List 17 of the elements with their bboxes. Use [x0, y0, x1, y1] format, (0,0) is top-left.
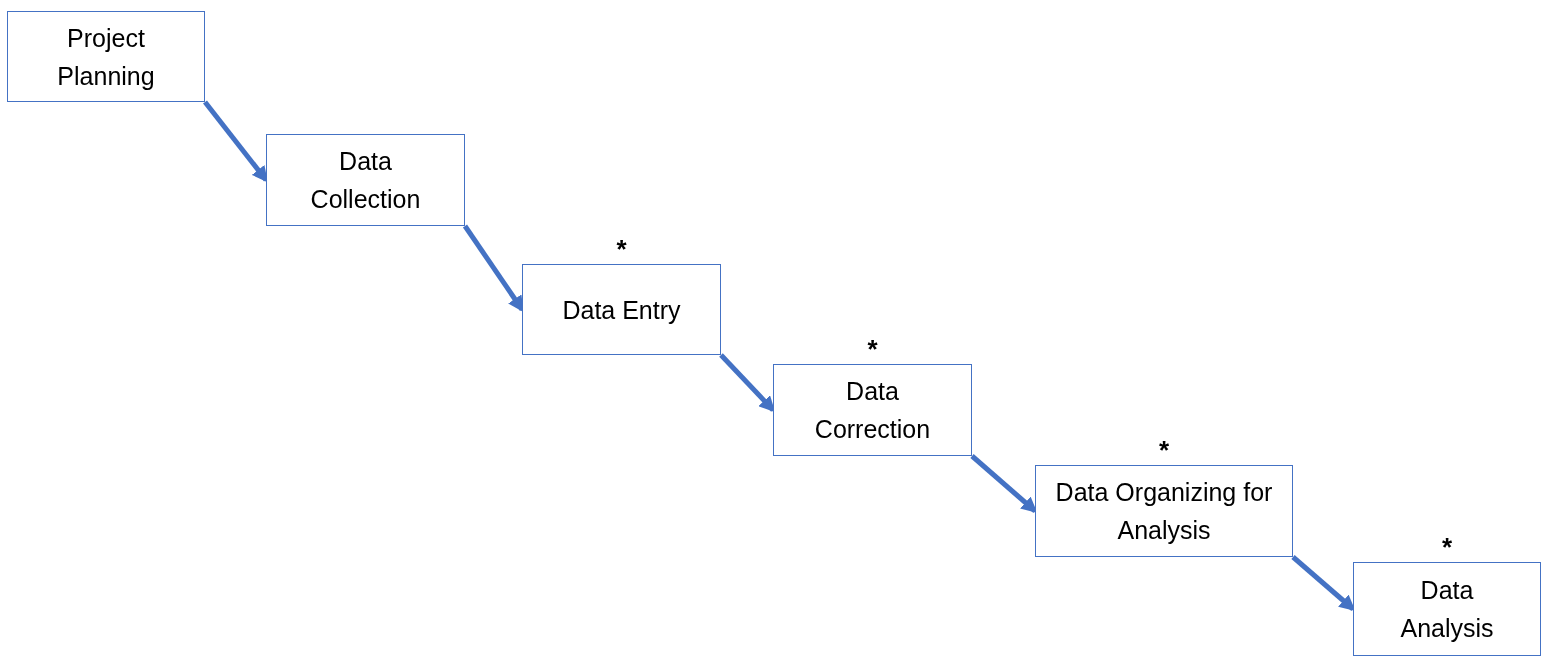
asterisk-note: * [1440, 534, 1454, 560]
asterisk-note: * [615, 236, 628, 262]
box-label: Data Organizing for Analysis [1054, 477, 1274, 546]
process-box [1353, 562, 1541, 656]
box-label: Data Collection [309, 146, 422, 215]
process-box [7, 11, 205, 102]
process-box [1035, 465, 1293, 557]
box-label: Data Analysis [1399, 575, 1495, 644]
asterisk-note: * [866, 336, 879, 362]
arrow [203, 100, 268, 183]
asterisk-note: * [1157, 437, 1171, 463]
box-label: Data Correction [813, 376, 932, 445]
process-box [773, 364, 972, 456]
box-label: Project Planning [56, 22, 156, 92]
process-box [266, 134, 465, 226]
box-label: Data Entry [562, 294, 681, 326]
process-box [522, 264, 721, 355]
